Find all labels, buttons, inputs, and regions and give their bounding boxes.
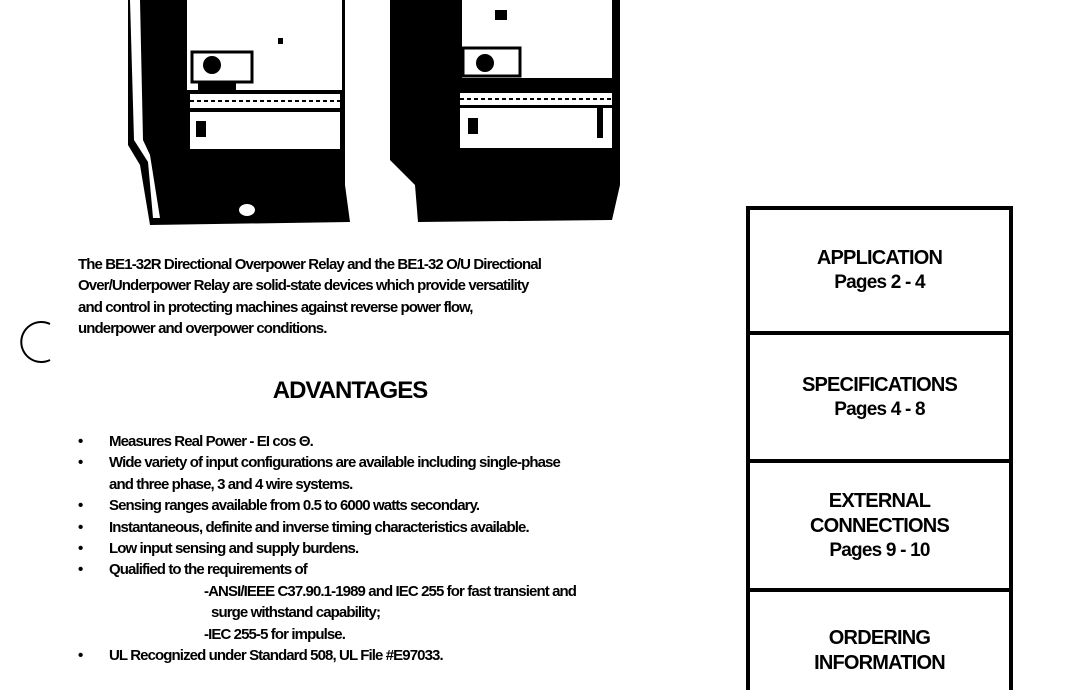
toc-external-connections: EXTERNAL CONNECTIONS Pages 9 - 10 — [750, 463, 1009, 592]
toc-pages: Pages 2 - 4 — [834, 272, 925, 293]
relay-right-image — [390, 0, 620, 222]
sub-item-text: -IEC 255-5 for impulse. — [204, 625, 346, 643]
bullet-icon: • — [78, 561, 83, 579]
item-text: Qualified to the requirements of — [109, 561, 308, 579]
relay-product-photo — [128, 0, 620, 225]
list-item: • UL Recognized under Standard 508, UL Fi… — [78, 645, 698, 666]
list-item: • Sensing ranges available from 0.5 to 60… — [78, 495, 698, 516]
toc-pages: Pages 4 - 8 — [834, 398, 925, 420]
bullet-icon: • — [78, 454, 83, 472]
hole-punch-mark — [20, 321, 51, 363]
intro-line: underpower and overpower conditions. — [78, 319, 327, 337]
advantages-list: • Measures Real Power - EI cos Θ. • Wide v… — [78, 431, 698, 666]
bullet-icon: • — [78, 497, 83, 515]
intro-line: Over/Underpower Relay are solid-state de… — [78, 277, 529, 295]
list-item: • Low input sensing and supply burdens. — [78, 538, 698, 559]
sub-item-text: -ANSI/IEEE C37.90.1-1989 and IEC 255 for… — [204, 582, 577, 600]
toc-title: ORDERING — [828, 627, 931, 649]
advantages-heading: ADVANTAGES — [272, 377, 428, 404]
intro-line: and control in protecting machines again… — [78, 298, 473, 316]
toc-title: SPECIFICATIONS — [801, 373, 958, 396]
toc-title: CONNECTIONS — [810, 514, 950, 537]
bullet-icon: • — [78, 647, 83, 665]
intro-paragraph: The BE1-32R Directional Overpower Relay … — [78, 254, 698, 339]
list-item: • Measures Real Power - EI cos Θ. — [78, 431, 698, 452]
list-item: • Qualified to the requirements of -ANSI/… — [78, 559, 698, 645]
toc-ordering-information: ORDERING INFORMATION — [750, 592, 1009, 692]
toc-application: APPLICATION Pages 2 - 4 — [750, 210, 1009, 335]
bullet-icon: • — [78, 433, 83, 450]
item-text: Measures Real Power - EI cos Θ. — [109, 433, 314, 450]
intro-line: The BE1-32R Directional Overpower Relay … — [78, 256, 542, 273]
toc-specifications: SPECIFICATIONS Pages 4 - 8 — [750, 335, 1009, 463]
item-text: and three phase, 3 and 4 wire systems. — [109, 475, 353, 493]
table-of-contents: APPLICATION Pages 2 - 4 SPECIFICATIONS P… — [746, 206, 1013, 690]
list-item: • Wide variety of input configurations ar… — [78, 452, 698, 495]
item-text: UL Recognized under Standard 508, UL Fil… — [109, 647, 444, 665]
toc-pages: Pages 9 - 10 — [829, 539, 930, 561]
list-item: • Instantaneous, definite and inverse tim… — [78, 517, 698, 538]
item-text: Instantaneous, definite and inverse timi… — [109, 518, 530, 536]
toc-title: EXTERNAL — [828, 489, 931, 512]
toc-title: INFORMATION — [814, 652, 946, 674]
sub-item-text: surge withstand capability; — [211, 604, 381, 622]
item-text: Sensing ranges available from 0.5 to 600… — [109, 497, 480, 515]
relay-left-image — [128, 0, 350, 225]
toc-title: APPLICATION — [816, 247, 943, 269]
item-text: Wide variety of input configurations are… — [109, 454, 561, 472]
item-text: Low input sensing and supply burdens. — [109, 540, 359, 558]
bullet-icon: • — [78, 540, 83, 558]
bullet-icon: • — [78, 518, 83, 536]
